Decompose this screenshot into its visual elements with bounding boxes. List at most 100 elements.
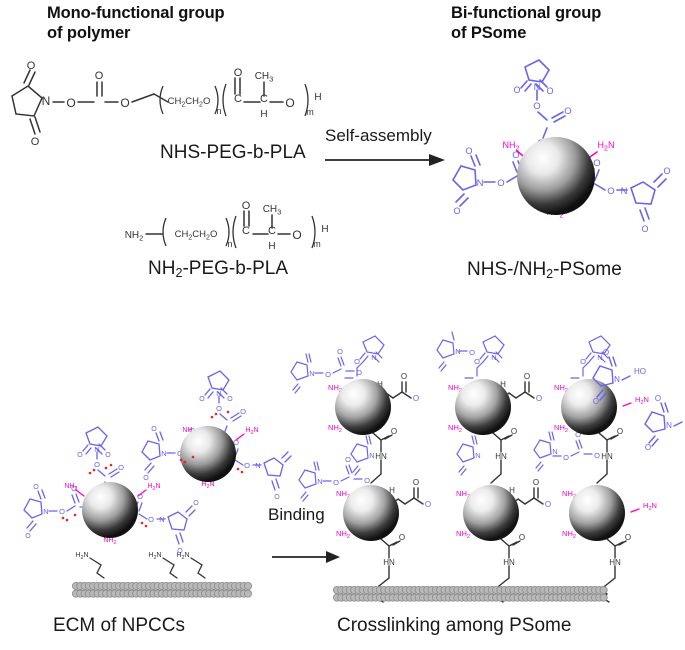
- atom-label-O: O: [511, 427, 517, 436]
- atom-label-N: N: [552, 447, 557, 456]
- atom-label-O: O: [469, 348, 475, 357]
- atom-label-O: O: [593, 158, 600, 169]
- atom-label-O: O: [641, 224, 648, 234]
- atom-label-O: O: [216, 404, 222, 413]
- atom-label-HN: HN: [375, 452, 387, 461]
- amine-label-nh2: NH2: [64, 483, 77, 492]
- psome-sphere: [517, 137, 595, 215]
- atom-label-O: O: [575, 430, 581, 439]
- atom-label-O: O: [66, 96, 75, 110]
- atom-label-N: N: [309, 369, 314, 378]
- atom-label-C: C: [260, 93, 268, 105]
- atom-label-O: O: [94, 460, 100, 469]
- caption-polymer-2: NH2-PEG-b-PLA: [148, 258, 289, 280]
- psome-sphere: [343, 485, 399, 541]
- amine-label-nh2: NH2: [328, 423, 342, 434]
- amine-terminus: NH2: [125, 230, 144, 243]
- pla-subscript-m: m: [313, 239, 321, 249]
- atom-label-O: O: [465, 146, 472, 156]
- atom-label-N: N: [42, 94, 51, 108]
- methyl-group: CH3: [263, 204, 282, 217]
- amine-label-nh2: NH2: [336, 529, 350, 540]
- atom-label-O: O: [519, 533, 525, 542]
- atom-label-O: O: [285, 96, 294, 110]
- atom-label-N: N: [597, 353, 602, 362]
- caption-ecm: ECM of NPCCs: [53, 615, 185, 636]
- atom-label-O: O: [240, 407, 246, 416]
- atom-label-O: O: [563, 453, 569, 462]
- heading-left-line1: Mono-functional group: [47, 4, 225, 22]
- arrow-label-self-assembly: Self-assembly: [325, 126, 432, 145]
- pla-subscript-m: m: [306, 107, 314, 117]
- atom-label-O: O: [425, 500, 431, 509]
- atom-label-O: O: [533, 478, 539, 487]
- atom-label-O: O: [354, 357, 360, 366]
- arrow-binding: [272, 548, 340, 566]
- caption-crosslink: Crosslinking among PSome: [337, 615, 572, 636]
- arrow-label-binding: Binding: [268, 505, 325, 524]
- atom-label-HN: HN: [601, 452, 613, 461]
- atom-label-O: O: [617, 427, 623, 436]
- atom-label-N: N: [614, 375, 620, 384]
- atom-label-O: O: [453, 206, 460, 216]
- methyl-group: CH3: [255, 71, 274, 84]
- atom-label-O: O: [233, 438, 239, 447]
- amine-label-h2n: H2N: [245, 427, 258, 436]
- atom-label-N: N: [159, 515, 164, 524]
- group-free-psomes: O O N O O O O O N O O O O O N O O O: [20, 400, 280, 555]
- peg-subscript-n: n: [216, 106, 221, 116]
- atom-label-O: O: [524, 372, 530, 381]
- atom-label-H: H: [389, 486, 395, 495]
- atom-label-H: H: [268, 241, 275, 252]
- lipid-head: [243, 589, 253, 598]
- heading-right-line1: Bi-functional group: [451, 4, 602, 22]
- pendant-nhs-groups: [290, 331, 611, 502]
- atom-label-O: O: [625, 533, 631, 542]
- terminal-H: H: [321, 224, 328, 235]
- amine-label-nh2: NH2: [456, 529, 470, 540]
- atom-label-O: O: [512, 150, 519, 161]
- atom-label-HN: HN: [609, 558, 621, 567]
- amine-label-h2n: H2N: [176, 552, 189, 561]
- peg-repeat-unit: CH2CH2O: [175, 229, 218, 242]
- peg-subscript-n: n: [227, 239, 232, 249]
- structure-psome-bifunctional: O O N O O O O O N O O O: [452, 59, 685, 252]
- atom-label-O: O: [325, 370, 331, 379]
- atom-label-O: O: [356, 368, 362, 377]
- atom-label-O: O: [364, 476, 370, 485]
- psome-sphere: [180, 426, 236, 482]
- atom-label-O: O: [71, 484, 77, 493]
- byproduct-nhs-oh-2: [644, 402, 683, 447]
- amine-label-nh2: NH2: [562, 529, 576, 540]
- group-free-psome-2: O O N O O O O O N O O O N O O O O NH2 H2…: [140, 368, 292, 508]
- lipid-bilayer: [332, 585, 608, 602]
- lipid-head: [599, 585, 608, 595]
- atom-label-O: O: [137, 492, 143, 501]
- atom-label-HN: HN: [383, 558, 395, 567]
- lipid-head: [243, 581, 253, 591]
- atom-label-N: N: [477, 178, 484, 189]
- atom-label-N: N: [475, 451, 480, 460]
- atom-label-O: O: [545, 500, 551, 509]
- atom-label-N: N: [371, 353, 376, 362]
- amine-label-nh2: NH2: [103, 537, 116, 546]
- psome-sphere: [335, 379, 391, 435]
- atom-label-O: O: [143, 475, 149, 482]
- amine-label-h2n: H2N: [201, 481, 214, 490]
- amine-label-nh2: NH2: [448, 423, 462, 434]
- reaction-dots: [179, 410, 244, 474]
- atom-label-O: O: [227, 396, 233, 403]
- atom-label-HN: HN: [503, 558, 515, 567]
- atom-label-O: O: [333, 478, 339, 487]
- atom-label-O: O: [607, 186, 614, 197]
- atom-label-O: O: [413, 478, 419, 487]
- atom-label-O: O: [244, 461, 250, 470]
- atom-label-O: O: [105, 452, 111, 459]
- amine-label-h2n: H2N: [643, 501, 657, 512]
- atom-label-O: O: [274, 494, 280, 501]
- structure-nh2-peg-pla: NH2 CH2CH2O n: [122, 192, 329, 262]
- atom-label-O: O: [27, 60, 36, 72]
- lipid-head: [599, 593, 608, 602]
- atom-label-O: O: [189, 426, 195, 435]
